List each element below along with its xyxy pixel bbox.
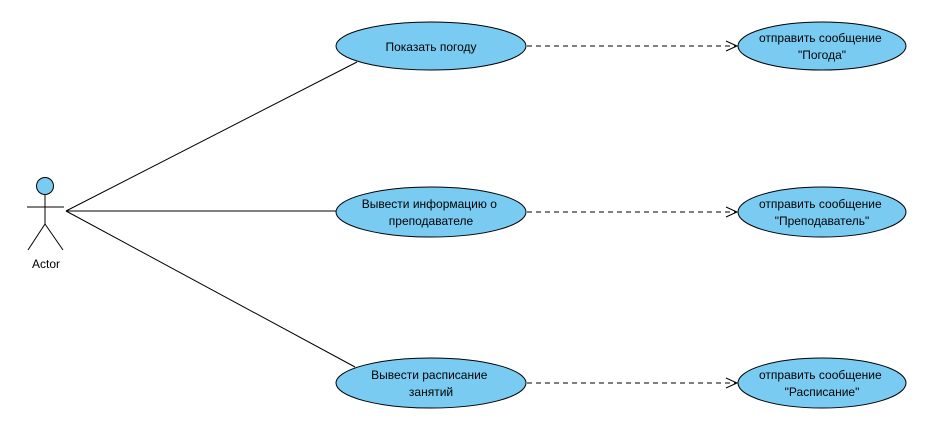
use-case-ellipse [335,21,527,71]
svg-text:отправить сообщение "Рас: отправить сообщение "Расписание" [759,368,885,399]
use-case-send-weather-message[interactable]: отправить сообщение "Погода" [737,21,907,71]
message-label-line-1: отправить сообщение [759,197,882,211]
message-label-line-2: "Преподаватель" [775,214,870,228]
svg-text:отправить сообщение "Пре: отправить сообщение "Преподаватель" [759,197,885,228]
message-ellipse [737,357,907,409]
use-case-label-line-1: Вывести информацию о [362,197,497,211]
message-label-line-2: "Погода" [798,48,846,62]
use-case-label-line-1: Вывести расписание [371,368,488,382]
use-case-schedule[interactable]: Вывести расписание занятий [335,357,527,409]
actor-figure[interactable]: Actor [27,177,64,272]
use-case-label-line-2: занятий [409,385,453,399]
use-case-label-line-2: преподавателе [389,214,474,228]
use-case-teacher-info[interactable]: Вывести информацию о преподавателе [335,186,527,238]
message-label-line-1: отправить сообщение [759,368,882,382]
svg-text:Показать погоду: Показать погоду [385,40,476,54]
use-case-label: Показать погоду [385,40,476,54]
use-case-show-weather[interactable]: Показать погоду [335,21,527,71]
actor-head [36,177,54,195]
message-label-line-1: отправить сообщение [759,31,882,45]
actor-label: Actor [32,257,60,271]
use-case-send-schedule-message[interactable]: отправить сообщение "Расписание" [737,357,907,409]
message-ellipse [737,186,907,238]
svg-text:Вывести расписание занят: Вывести расписание занятий [371,368,491,399]
actor-right-leg [44,223,64,251]
svg-text:отправить сообщение "Пог: отправить сообщение "Погода" [759,31,885,62]
association-line-3 [65,210,356,368]
use-case-ellipse [335,186,527,238]
message-label-line-2: "Расписание" [785,385,860,399]
use-case-ellipse [335,357,527,409]
use-case-send-teacher-message[interactable]: отправить сообщение "Преподаватель" [737,186,907,238]
message-ellipse [737,21,907,71]
actor-left-leg [27,223,46,251]
svg-text:Вывести информацию о пре: Вывести информацию о преподавателе [362,197,500,228]
association-line-1 [65,61,358,212]
